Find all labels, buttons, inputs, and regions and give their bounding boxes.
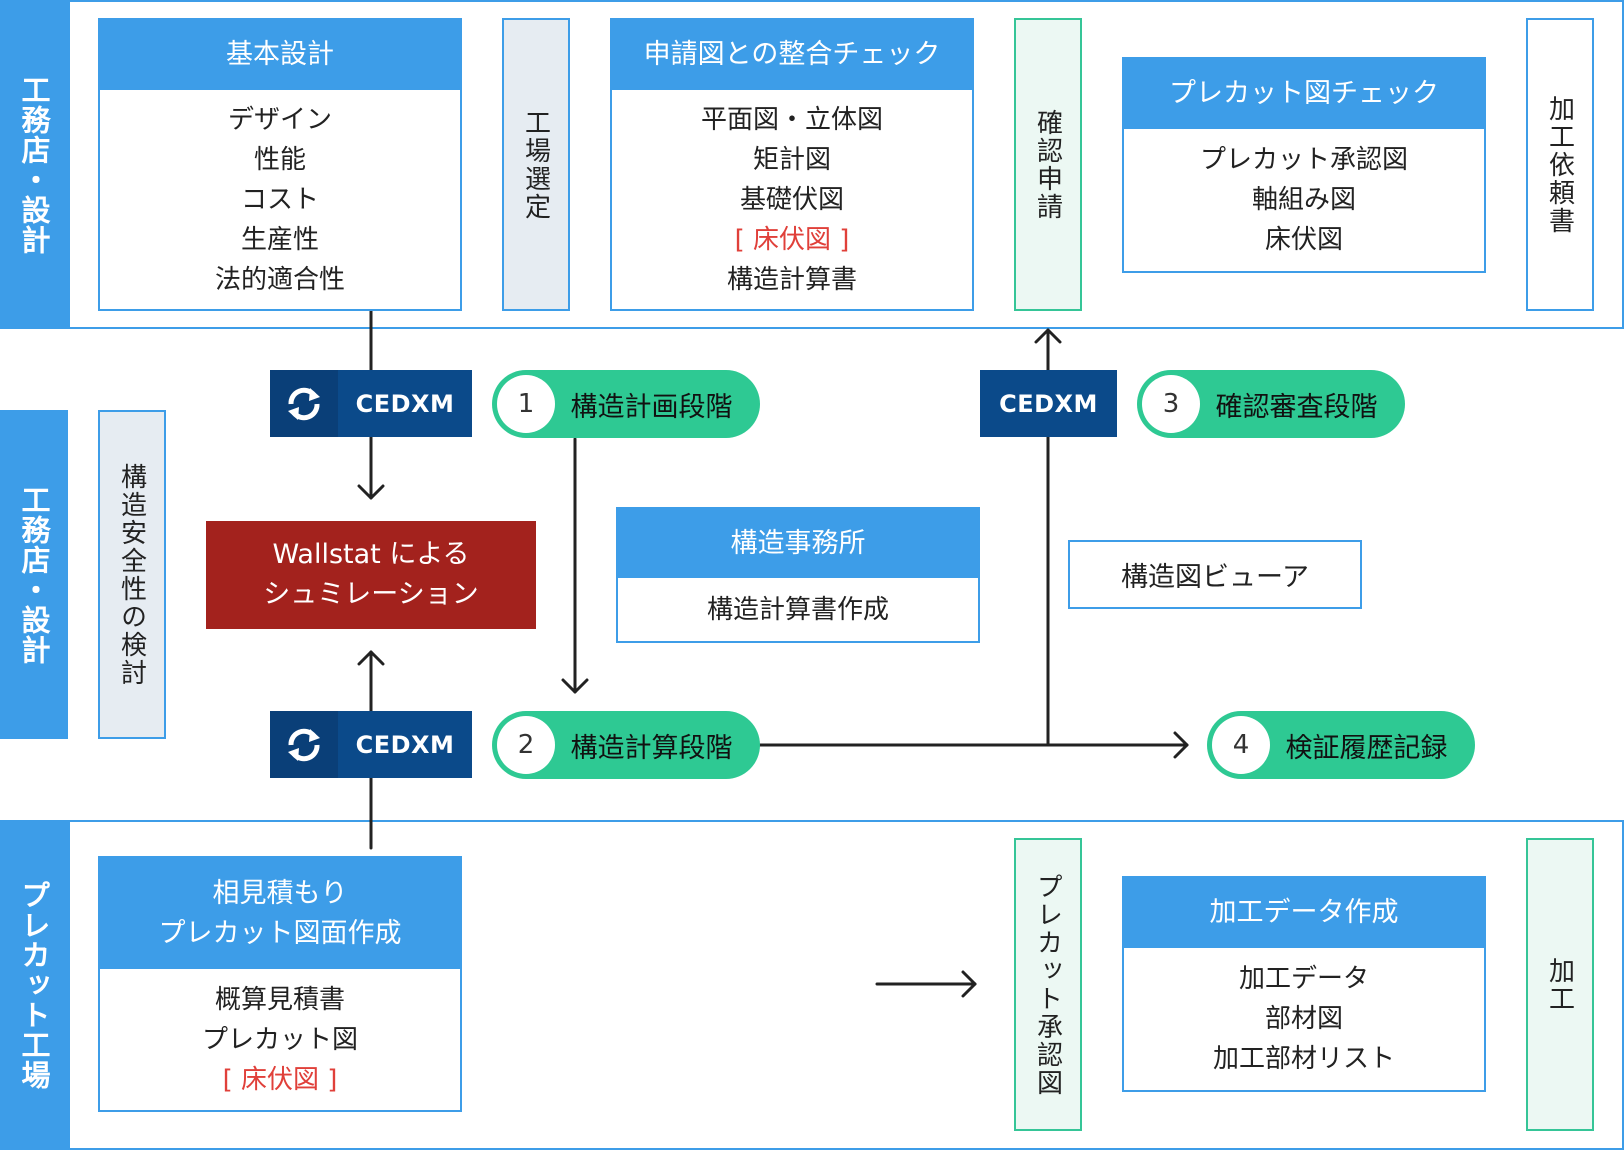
stage-number: 2 xyxy=(497,716,555,774)
precut-check-title: プレカット図チェック xyxy=(1124,59,1484,129)
list-item: 構造計算書作成 xyxy=(706,594,889,625)
lane-frame-top xyxy=(68,0,1624,329)
estimate-title: 相見積もり プレカット図面作成 xyxy=(100,858,460,969)
list-item: デザイン xyxy=(227,104,332,135)
safety-review-box: 構造安全性の検討 xyxy=(98,410,166,739)
list-item: 床伏図 xyxy=(1264,225,1343,255)
consistency-check-title: 申請図との整合チェック xyxy=(612,20,972,90)
consistency-check-list: 平面図・立体図 矩計図 基礎伏図 [ 床伏図 ] 構造計算書 xyxy=(612,90,972,309)
stage-4-pill: 4 検証履歴記録 xyxy=(1207,711,1475,779)
processing-request-box: 加工依頼書 xyxy=(1526,18,1594,311)
arrow-head xyxy=(561,678,589,694)
stage-2-pill: 2 構造計算段階 xyxy=(492,711,760,779)
list-item-highlight: [ 床伏図 ] xyxy=(222,1064,338,1095)
cedxm-badge-1: CEDXM xyxy=(270,370,472,437)
lane-label-top: 工務店・設計 xyxy=(0,0,68,329)
stage-label: 確認審査段階 xyxy=(1215,391,1378,423)
stage-label: 検証履歴記録 xyxy=(1285,732,1448,764)
basic-design-box: 基本設計 デザイン 性能 コスト 生産性 法的適合性 xyxy=(98,18,462,311)
list-item: プレカット図 xyxy=(201,1024,358,1055)
cedxm-label: CEDXM xyxy=(999,389,1098,418)
stage-3-pill: 3 確認審査段階 xyxy=(1137,370,1405,438)
list-item: 構造計算書 xyxy=(726,264,857,295)
simulation-line: シュミレーション xyxy=(263,579,479,610)
estimate-title-line: 相見積もり xyxy=(212,878,348,910)
list-item: 法的適合性 xyxy=(214,264,345,295)
simulation-line: Wallstat による xyxy=(272,539,470,570)
arrow-head xyxy=(357,650,385,666)
estimate-title-line: プレカット図面作成 xyxy=(158,917,402,949)
stage-label: 構造計画段階 xyxy=(570,391,733,423)
list-item: 生産性 xyxy=(240,224,319,255)
sync-icon xyxy=(270,711,338,778)
lane-label-bottom: プレカット工場 xyxy=(0,820,68,1150)
stage-number: 1 xyxy=(497,375,555,433)
arrow-head xyxy=(357,484,385,500)
consistency-check-box: 申請図との整合チェック 平面図・立体図 矩計図 基礎伏図 [ 床伏図 ] 構造計… xyxy=(610,18,974,311)
list-item-highlight: [ 床伏図 ] xyxy=(734,224,850,255)
arrow-head xyxy=(1034,328,1062,344)
processing-data-list: 加工データ 部材図 加工部材リスト xyxy=(1124,948,1484,1090)
stage-number: 3 xyxy=(1142,375,1200,433)
stage-1-pill: 1 構造計画段階 xyxy=(492,370,760,438)
lane-label-middle: 工務店・設計 xyxy=(0,410,68,739)
precut-approval-box: プレカット承認図 xyxy=(1014,838,1082,1131)
list-item: コスト xyxy=(240,184,319,215)
list-item: 平面図・立体図 xyxy=(700,104,883,135)
cedxm-badge-3: CEDXM xyxy=(980,370,1117,437)
wallstat-simulation-box: Wallstat による シュミレーション xyxy=(206,521,536,629)
lane-frame-bottom xyxy=(68,820,1624,1150)
list-item: 部材図 xyxy=(1264,1004,1343,1034)
list-item: 加工データ xyxy=(1238,964,1369,994)
processing-data-title: 加工データ作成 xyxy=(1124,878,1484,948)
structure-office-list: 構造計算書作成 xyxy=(618,578,978,641)
list-item: 加工部材リスト xyxy=(1212,1044,1395,1074)
estimate-list: 概算見積書 プレカット図 [ 床伏図 ] xyxy=(100,969,460,1110)
confirm-apply-box: 確認申請 xyxy=(1014,18,1082,311)
cedxm-badge-2: CEDXM xyxy=(270,711,472,778)
processing-box: 加工 xyxy=(1526,838,1594,1131)
estimate-box: 相見積もり プレカット図面作成 概算見積書 プレカット図 [ 床伏図 ] xyxy=(98,856,462,1112)
arrow-head xyxy=(961,970,977,998)
list-item: 性能 xyxy=(253,144,306,175)
list-item: 軸組み図 xyxy=(1251,185,1356,215)
list-item: プレカット承認図 xyxy=(1199,145,1408,175)
sync-icon xyxy=(270,370,338,437)
stage-label: 構造計算段階 xyxy=(570,732,733,764)
basic-design-list: デザイン 性能 コスト 生産性 法的適合性 xyxy=(100,90,460,309)
cedxm-label: CEDXM xyxy=(355,730,455,759)
structure-viewer-box: 構造図ビューア xyxy=(1068,540,1362,609)
structure-office-title: 構造事務所 xyxy=(618,509,978,578)
processing-data-box: 加工データ作成 加工データ 部材図 加工部材リスト xyxy=(1122,876,1486,1092)
stage-number: 4 xyxy=(1212,716,1270,774)
precut-check-box: プレカット図チェック プレカット承認図 軸組み図 床伏図 xyxy=(1122,57,1486,273)
cedxm-label: CEDXM xyxy=(355,389,455,418)
structure-office-box: 構造事務所 構造計算書作成 xyxy=(616,507,980,643)
list-item: 基礎伏図 xyxy=(739,184,844,215)
basic-design-title: 基本設計 xyxy=(100,20,460,90)
factory-select-box: 工場選定 xyxy=(502,18,570,311)
list-item: 矩計図 xyxy=(752,144,831,175)
list-item: 概算見積書 xyxy=(214,984,345,1015)
precut-check-list: プレカット承認図 軸組み図 床伏図 xyxy=(1124,129,1484,271)
arrow-head xyxy=(1173,731,1189,759)
